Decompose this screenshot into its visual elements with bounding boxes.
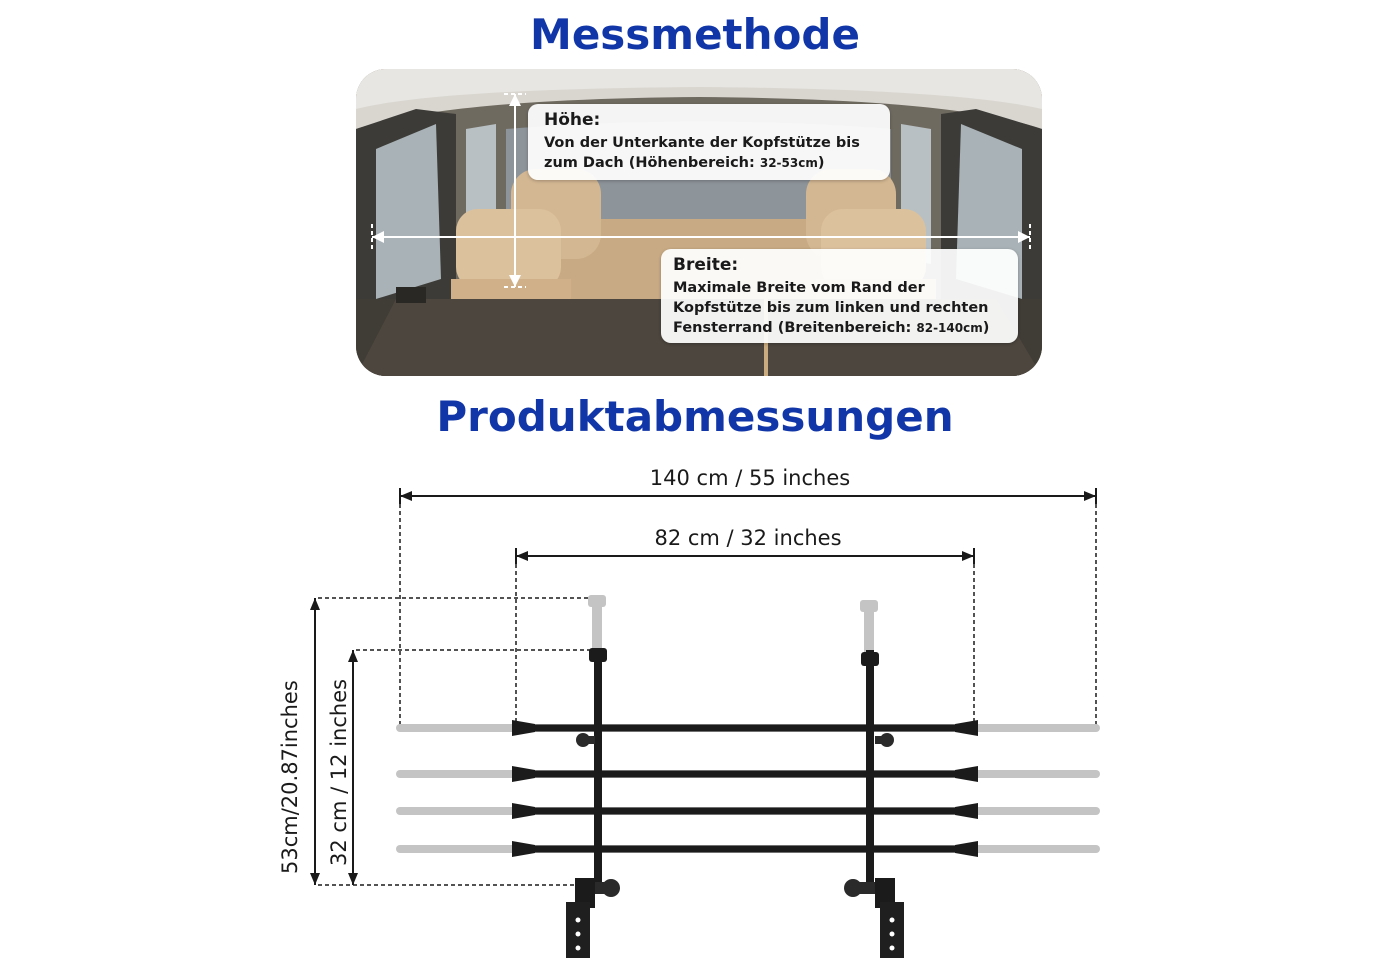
extended-posts xyxy=(588,595,878,660)
mounting-brackets xyxy=(566,878,904,958)
width-callout-line2: Kopfstütze bis zum linken und rechten xyxy=(673,300,989,316)
width-callout-line3-text: Fensterrand (Breitenbereich: xyxy=(673,320,917,336)
extended-rods xyxy=(396,724,1100,853)
uprights xyxy=(589,648,879,885)
height-callout-text: Von der Unterkante der Kopfstütze bis zu… xyxy=(544,133,890,173)
height-callout: Höhe: Von der Unterkante der Kopfstütze … xyxy=(528,104,890,180)
max-height-label: 53cm/20.87inches xyxy=(278,680,302,874)
car-interior-photo xyxy=(356,69,1042,376)
rod-end-caps xyxy=(512,720,978,857)
max-width-label: 140 cm / 55 inches xyxy=(649,466,851,490)
width-range: 82-140cm xyxy=(916,321,983,335)
width-callout-line3: Fensterrand (Breitenbereich: 82-140cm) xyxy=(673,318,1018,338)
black-rods xyxy=(512,724,978,853)
min-height-label: 32 cm / 12 inches xyxy=(327,678,351,866)
min-width-dimension-line xyxy=(515,548,975,564)
height-callout-line2-text: zum Dach (Höhenbereich: xyxy=(544,155,760,171)
product-dimensions-heading: Produktabmessungen xyxy=(436,392,954,441)
width-callout-text: Maximale Breite vom Rand der Kopfstütze … xyxy=(673,278,1018,338)
width-callout-line1: Maximale Breite vom Rand der xyxy=(673,280,925,296)
adjustment-knobs xyxy=(576,733,894,897)
min-width-label: 82 cm / 32 inches xyxy=(654,526,842,550)
height-callout-title: Höhe: xyxy=(544,110,601,130)
height-callout-close: ) xyxy=(817,155,825,171)
measuring-method-heading: Messmethode xyxy=(530,10,860,59)
dimension-guide-lines xyxy=(318,504,1097,886)
height-range: 32-53cm xyxy=(759,156,818,170)
width-callout: Breite: Maximale Breite vom Rand der Kop… xyxy=(661,249,1018,343)
height-callout-line1: Von der Unterkante der Kopfstütze bis xyxy=(544,135,860,151)
max-width-dimension-line xyxy=(399,488,1097,504)
height-callout-line2: zum Dach (Höhenbereich: 32-53cm) xyxy=(544,153,890,173)
width-callout-title: Breite: xyxy=(673,255,739,275)
width-callout-close: ) xyxy=(982,320,990,336)
car-interior-illustration xyxy=(356,69,1042,376)
